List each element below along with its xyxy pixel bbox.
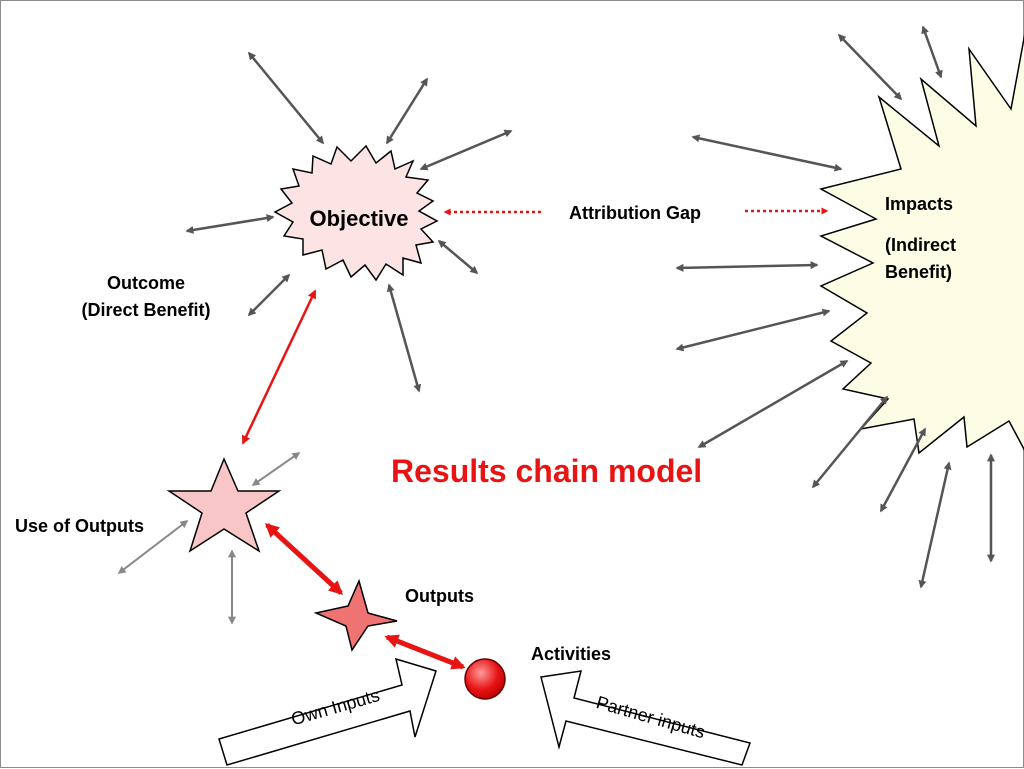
attribution-gap-label: Attribution Gap (569, 203, 701, 223)
use-outputs-connector (264, 523, 344, 595)
impacts-burst-shape (818, 34, 1024, 455)
partner-inputs-arrow: Partner inputs (540, 670, 751, 766)
outcome-label: Outcome (106, 273, 185, 293)
activities-node (464, 658, 506, 700)
use-of-outputs-gray-arrows (117, 452, 301, 625)
impacts-subtitle-line2: Benefit) (885, 262, 952, 282)
objective-burst-shape (273, 144, 439, 282)
objective-use-connector (241, 289, 317, 445)
activities-label: Activities (531, 644, 612, 664)
use-of-outputs-label: Use of Outputs (15, 516, 144, 536)
objective-gray-arrows (185, 51, 513, 393)
impacts-subtitle-line1: (Indirect (885, 235, 957, 255)
objective-label: Objective (309, 206, 409, 231)
own-inputs-arrow: Own Inputs (218, 657, 437, 766)
outputs-label: Outputs (405, 586, 474, 606)
use-of-outputs-star (166, 457, 282, 553)
outputs-star (313, 578, 398, 652)
impacts-gray-arrows (675, 25, 995, 589)
impacts-label: Impacts (885, 194, 954, 214)
outputs-activities-connector (384, 634, 466, 670)
diagram-title: Results chain model (391, 453, 703, 489)
outcome-subtitle: (Direct Benefit) (81, 300, 211, 320)
